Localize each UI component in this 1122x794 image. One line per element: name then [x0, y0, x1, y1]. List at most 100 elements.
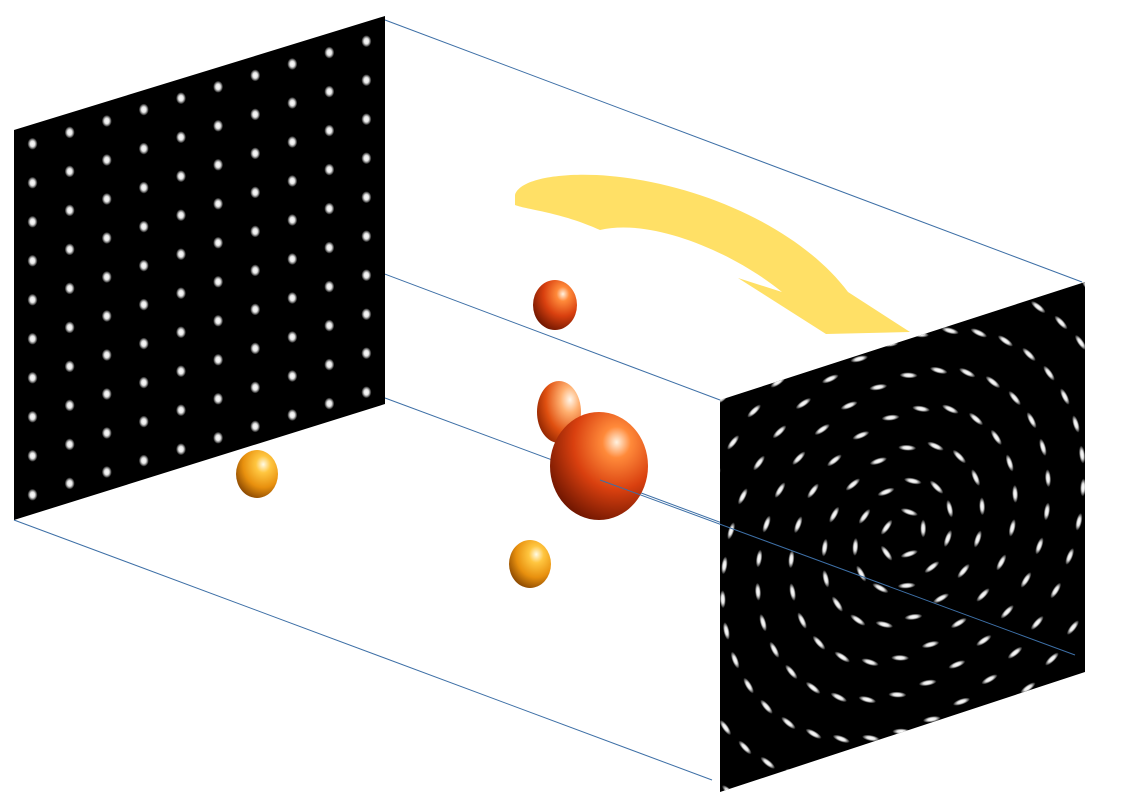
ring-spot: [1066, 620, 1079, 635]
ring-spot: [646, 628, 653, 646]
ring-spot: [797, 612, 807, 629]
lattice-spot: [361, 74, 372, 87]
ring-spot: [1109, 515, 1119, 534]
right-screen: [646, 250, 1121, 792]
lattice-spot: [250, 69, 261, 82]
ring-spot: [1007, 646, 1023, 659]
lattice-spot: [250, 186, 261, 199]
ring-spot: [739, 360, 755, 374]
ring-spot: [964, 732, 982, 741]
ring-spot: [1008, 519, 1016, 537]
lattice-spot: [213, 80, 224, 93]
left-screen-spots: [27, 35, 372, 501]
curved-rotation-arrow-icon: [515, 174, 910, 334]
lattice-spot: [361, 386, 372, 399]
ring-spot: [765, 334, 781, 345]
ring-spot: [1098, 550, 1110, 569]
ring-spot: [948, 660, 966, 669]
lattice-spot: [213, 392, 224, 405]
lattice-spot: [287, 409, 298, 421]
ring-spot: [692, 667, 703, 686]
ring-spot: [722, 622, 730, 640]
ring-spot: [929, 366, 948, 375]
ring-spot: [743, 677, 754, 694]
ring-spot: [850, 355, 868, 363]
ring-spot: [1075, 512, 1083, 531]
lattice-spot: [250, 264, 261, 277]
ring-spot: [899, 372, 918, 379]
ring-spot: [727, 522, 736, 540]
lattice-spot: [176, 92, 186, 105]
ring-spot: [881, 414, 900, 421]
lattice-spot: [287, 175, 298, 187]
frame-line-bottom: [13, 519, 713, 781]
ring-spot: [781, 716, 796, 730]
ring-spot: [872, 773, 891, 780]
ring-spot: [862, 734, 880, 742]
lattice-spot: [101, 115, 112, 127]
ring-spot: [877, 487, 895, 497]
lattice-spot: [287, 253, 298, 265]
ring-spot: [1030, 301, 1046, 314]
ring-spot: [1008, 390, 1021, 406]
ring-spot: [979, 497, 986, 516]
ring-spot: [971, 469, 981, 486]
ring-spot: [760, 699, 773, 714]
ring-spot: [932, 593, 950, 604]
lattice-spot: [176, 248, 186, 261]
lattice-spot: [287, 292, 298, 304]
lattice-spot: [213, 119, 224, 132]
lattice-spot: [101, 232, 112, 244]
ring-spot: [821, 538, 828, 557]
lattice-spot: [27, 449, 38, 462]
ring-spot: [1085, 649, 1101, 666]
ring-spot: [952, 781, 970, 789]
ring-spot: [1112, 414, 1121, 433]
lattice-spot: [324, 319, 335, 332]
ring-spot: [914, 250, 932, 257]
lattice-spot: [287, 136, 298, 148]
ring-spot: [993, 709, 1010, 719]
ring-spot: [683, 605, 690, 623]
lattice-spot: [138, 415, 149, 428]
ring-spot: [678, 453, 692, 472]
ring-spot: [814, 423, 830, 436]
ring-spot: [841, 777, 860, 785]
lattice-spot: [176, 404, 186, 417]
ring-spot: [831, 596, 844, 612]
lattice-spot: [361, 347, 372, 360]
lattice-spot: [324, 85, 335, 98]
ring-spot: [900, 508, 918, 517]
ring-spot: [737, 488, 748, 505]
lattice-spot: [176, 443, 186, 456]
ring-spot: [888, 691, 907, 698]
lattice-spot: [361, 152, 372, 165]
lattice-spot: [101, 388, 112, 400]
ring-spot: [1080, 478, 1085, 497]
ring-spot: [1072, 415, 1080, 433]
ring-spot: [1043, 502, 1051, 521]
ring-spot: [858, 695, 877, 704]
lattice-spot: [101, 349, 112, 361]
ring-spot: [1000, 605, 1014, 619]
ring-spot: [792, 451, 806, 465]
ring-spot: [968, 412, 984, 426]
ring-spot: [882, 259, 900, 266]
ring-spot: [897, 582, 916, 589]
ring-spot: [976, 634, 992, 647]
lattice-spot: [250, 147, 261, 160]
ring-spot: [929, 480, 944, 494]
ring-spot: [1103, 384, 1114, 403]
lattice-spot: [287, 58, 298, 70]
lattice-spot: [361, 308, 372, 321]
ring-spot: [904, 613, 923, 621]
ring-spot: [912, 405, 930, 413]
lattice-spot: [361, 113, 372, 126]
ring-spot: [851, 272, 870, 281]
lattice-spot: [324, 358, 335, 371]
ring-spot: [950, 617, 967, 629]
lattice-spot: [324, 241, 335, 254]
lattice-spot: [27, 488, 38, 501]
ring-spot: [1083, 585, 1097, 604]
lattice-spot: [27, 293, 38, 306]
